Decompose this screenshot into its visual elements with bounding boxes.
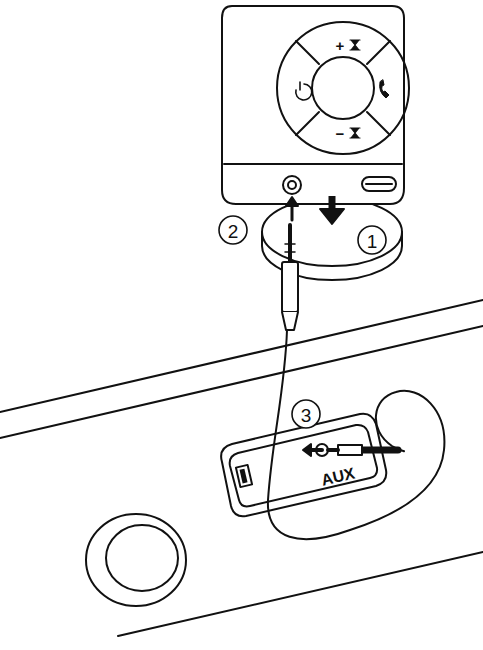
usb-port: [236, 465, 252, 487]
player-body: [222, 6, 404, 204]
button-symbol: −: [336, 126, 345, 141]
dash-edge: [0, 326, 483, 438]
callout-number: 1: [367, 232, 378, 251]
usb-port-tongue: [240, 469, 248, 484]
plug-arrow-head: [286, 197, 298, 206]
callout-circle: [219, 216, 247, 244]
power-icon: [296, 82, 312, 100]
player-edge: [224, 163, 402, 165]
plug-strain: [282, 312, 298, 330]
slot-line: [366, 183, 392, 185]
knob: [86, 514, 186, 606]
callout-number: 2: [228, 222, 239, 241]
aux-plug-sleeve: [360, 447, 398, 454]
headphone-jack-hole: [288, 181, 296, 189]
center-button: [312, 57, 374, 119]
aux-panel-inner: [230, 425, 377, 507]
dash-edge: [0, 300, 483, 412]
plug-ring: [285, 244, 295, 252]
slot: [362, 177, 396, 191]
callout-circle: [358, 226, 386, 254]
headphone-jack: [283, 176, 301, 194]
clip-disk: [262, 198, 402, 266]
ring-divider: [296, 41, 390, 135]
knob-face: [106, 525, 178, 591]
cable: [268, 330, 444, 539]
callout-number: 3: [301, 406, 312, 425]
clip-arrow: [329, 196, 336, 210]
aux-plug-tip: [328, 448, 338, 452]
control-ring: [277, 22, 409, 154]
insert-arrow-head: [303, 444, 311, 456]
callout-circle: [292, 400, 320, 428]
skip-icon: [350, 128, 360, 138]
skip-icon: [350, 40, 360, 50]
clip-arrow-head: [320, 209, 344, 224]
phone-icon: [380, 80, 389, 98]
aux-plug: [338, 445, 362, 455]
button-symbol: +: [336, 38, 345, 53]
aux-panel: [221, 414, 386, 517]
plug-body: [282, 262, 298, 312]
